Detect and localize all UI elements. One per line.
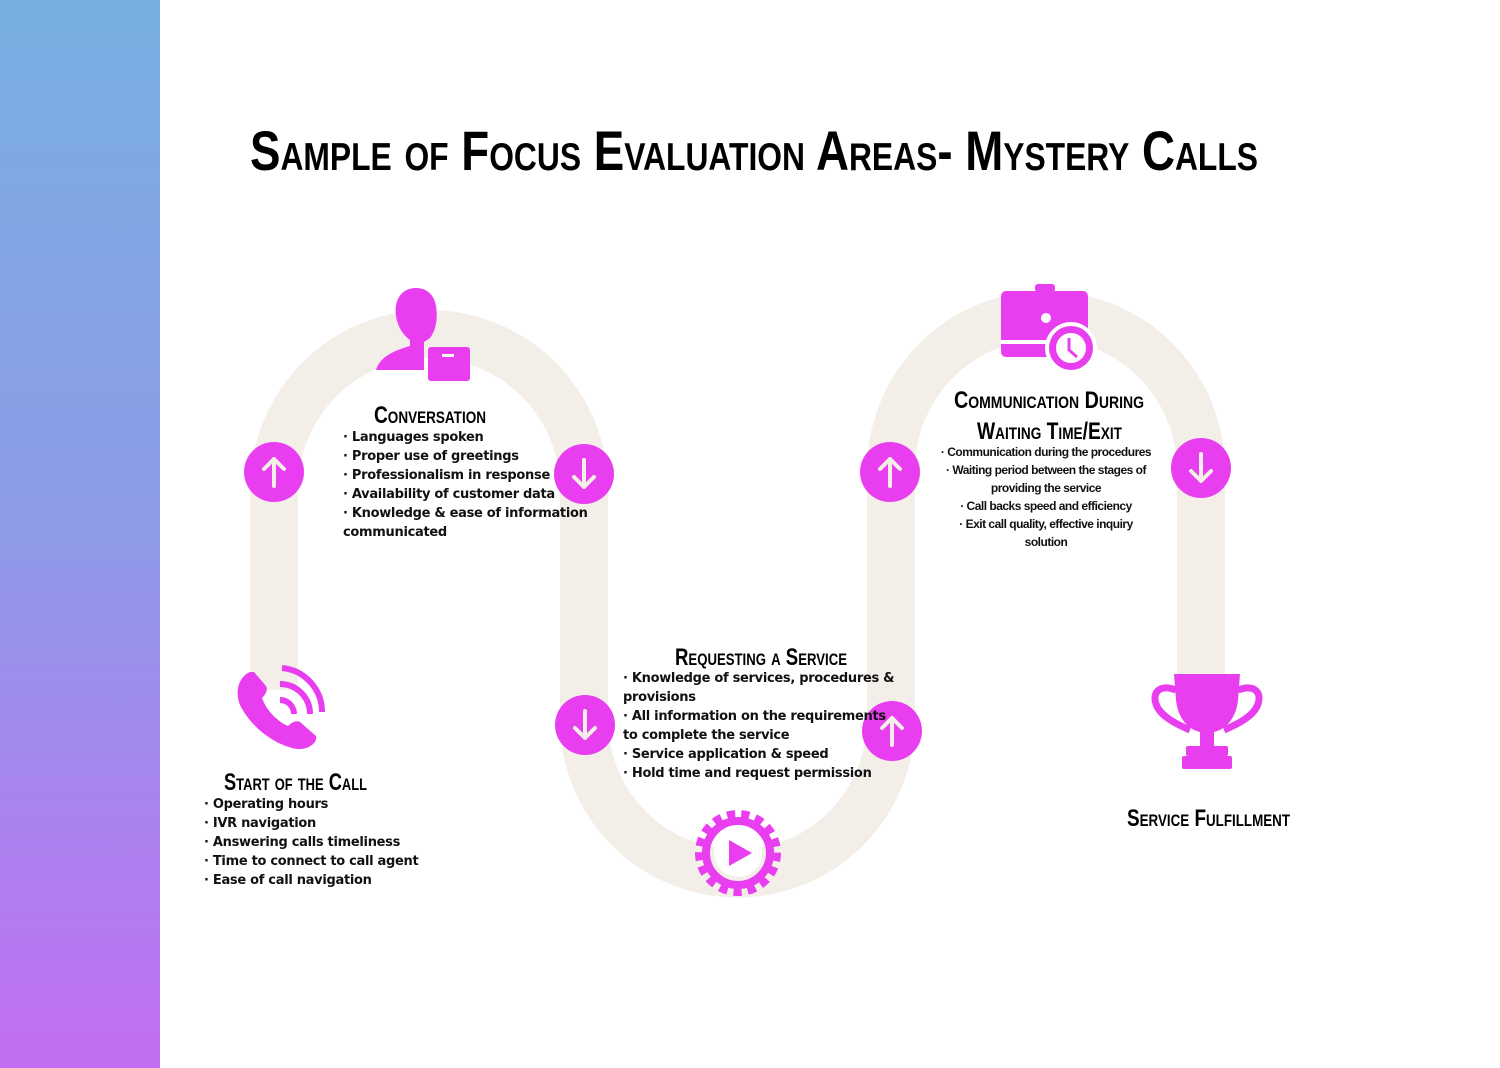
gear-play-icon [695,810,781,896]
arrow-down-icon [554,444,614,504]
page-title: Sample of Focus Evaluation Areas- Myster… [250,119,1258,182]
list-item: · Proper use of greetings [343,449,519,464]
agent-icon [376,288,470,381]
list-item: · Knowledge of services, procedures & [623,671,895,686]
arrow-up-icon [244,442,304,502]
list-item: to complete the service [623,728,790,743]
list-item: · Answering calls timeliness [204,835,401,850]
list-item: · Service application & speed [623,747,829,762]
sidebar-gradient [0,0,160,1068]
list-item: provisions [623,690,696,705]
list-item: · Exit call quality, effective inquiry [959,517,1133,531]
list-item: · IVR navigation [204,816,316,831]
list-item: communicated [343,525,447,540]
trophy-icon [1151,674,1263,769]
arrow-up-icon [862,701,922,761]
phone-icon [237,665,326,750]
list-item: solution [1024,535,1068,549]
list-item: · Time to connect to call agent [204,854,419,869]
list-item: · Waiting period between the stages of [946,463,1146,477]
arrow-up-icon [860,442,920,502]
list-item: · Languages spoken [343,430,484,445]
list-item: · Availability of customer data [343,487,555,502]
briefcase-clock-icon [1001,284,1097,374]
list-item: · All information on the requirements [623,709,886,724]
list-item: · Knowledge & ease of information [343,506,588,521]
conversation-list: · Languages spoken · Proper use of greet… [343,428,588,542]
list-item: · Operating hours [204,797,329,812]
list-item: · Ease of call navigation [204,873,372,888]
stage-heading-requesting: Requesting a Service [675,644,847,671]
communication-list: · Communication during the procedures · … [924,443,1168,551]
list-item: · Call backs speed and efficiency [960,499,1132,513]
list-item: · Communication during the procedures [940,445,1152,459]
start-call-list: · Operating hours · IVR navigation · Ans… [204,795,419,890]
stage-heading-start: Start of the Call [224,769,367,796]
list-item: providing the service [990,481,1102,495]
requesting-service-list: · Knowledge of services, procedures & pr… [623,669,894,783]
list-item: · Professionalism in response [343,468,550,483]
arrow-down-icon [1171,438,1231,498]
list-item: · Hold time and request permission [623,766,872,781]
stage-heading-conversation: Conversation [374,402,486,429]
stage-heading-communication-1: Communication During [954,387,1144,414]
stage-heading-fulfillment: Service Fulfillment [1127,805,1290,832]
stage-heading-communication-2: Waiting Time/Exit [977,418,1122,445]
arrow-down-icon [555,695,615,755]
